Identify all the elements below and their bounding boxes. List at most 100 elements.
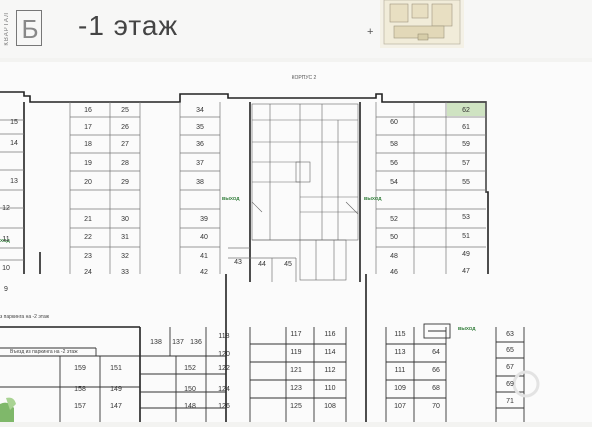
parking-space[interactable]: 9	[4, 286, 8, 293]
parking-space[interactable]: 53	[462, 214, 470, 221]
parking-space[interactable]: 46	[390, 269, 398, 276]
parking-space[interactable]: 21	[84, 216, 92, 223]
parking-space[interactable]: 150	[184, 386, 196, 393]
parking-space[interactable]: 49	[462, 251, 470, 258]
parking-space[interactable]: 61	[462, 124, 470, 131]
parking-space[interactable]: 159	[74, 365, 86, 372]
parking-space[interactable]: 125	[290, 403, 302, 410]
parking-space[interactable]: 14	[10, 140, 18, 147]
parking-space[interactable]: 24	[84, 269, 92, 276]
parking-space[interactable]: 152	[184, 365, 196, 372]
parking-space[interactable]: 113	[394, 349, 405, 356]
parking-space[interactable]: 50	[390, 234, 398, 241]
parking-space[interactable]: 18	[84, 141, 92, 148]
parking-space[interactable]: 17	[84, 124, 92, 131]
parking-space[interactable]: 149	[110, 386, 122, 393]
parking-space[interactable]: 60	[390, 119, 398, 126]
parking-space[interactable]: 20	[84, 179, 92, 186]
parking-space[interactable]: 28	[121, 160, 129, 167]
parking-space[interactable]: 148	[184, 403, 196, 410]
parking-space[interactable]: 41	[200, 253, 208, 260]
parking-space[interactable]: 48	[390, 253, 398, 260]
parking-space[interactable]: 69	[506, 381, 514, 388]
parking-space[interactable]: 25	[121, 107, 129, 114]
parking-space[interactable]: 112	[324, 367, 335, 374]
parking-space[interactable]: 40	[200, 234, 208, 241]
parking-space[interactable]: 30	[121, 216, 129, 223]
parking-space[interactable]: 63	[506, 331, 514, 338]
parking-space[interactable]: 137	[172, 339, 184, 346]
parking-space[interactable]: 13	[10, 178, 18, 185]
parking-space[interactable]: 119	[290, 349, 301, 356]
parking-space[interactable]: 44	[258, 261, 266, 268]
parking-space[interactable]: 54	[390, 179, 398, 186]
parking-space[interactable]: 124	[218, 386, 230, 393]
parking-space[interactable]: 147	[110, 403, 122, 410]
parking-space[interactable]: 37	[196, 160, 204, 167]
parking-space[interactable]: 114	[324, 349, 335, 356]
parking-space[interactable]: 57	[462, 160, 470, 167]
parking-space[interactable]: 120	[218, 351, 230, 358]
parking-space[interactable]: 116	[324, 331, 335, 338]
parking-space[interactable]: 64	[432, 349, 440, 356]
parking-space[interactable]: 108	[324, 403, 336, 410]
minimap[interactable]	[380, 0, 464, 48]
parking-space[interactable]: 42	[200, 269, 208, 276]
parking-space[interactable]: 109	[394, 385, 406, 392]
parking-space[interactable]: 10	[2, 265, 10, 272]
parking-space[interactable]: 33	[121, 269, 129, 276]
parking-space[interactable]: 65	[506, 347, 514, 354]
parking-space[interactable]: 126	[218, 403, 230, 410]
parking-space[interactable]: 34	[196, 107, 204, 114]
parking-space[interactable]: 138	[150, 339, 162, 346]
exit-label: ХОД	[0, 238, 10, 243]
highlighted-space[interactable]	[447, 103, 485, 116]
parking-space[interactable]: 68	[432, 385, 440, 392]
parking-space[interactable]: 151	[110, 365, 122, 372]
parking-space[interactable]: 58	[390, 141, 398, 148]
parking-space[interactable]: 115	[394, 331, 405, 338]
parking-space[interactable]: 66	[432, 367, 440, 374]
parking-space[interactable]: 19	[84, 160, 92, 167]
parking-space[interactable]: 117	[290, 331, 301, 338]
parking-space[interactable]: 45	[284, 261, 292, 268]
parking-space[interactable]: 43	[234, 259, 242, 266]
parking-space[interactable]: 111	[395, 367, 406, 374]
parking-space[interactable]: 59	[462, 141, 470, 148]
parking-space[interactable]: 157	[74, 403, 86, 410]
parking-space[interactable]: 118	[218, 333, 229, 340]
parking-space[interactable]: 31	[121, 234, 129, 241]
parking-space[interactable]: 23	[84, 253, 92, 260]
parking-space[interactable]: 11	[2, 236, 9, 243]
parking-space[interactable]: 35	[196, 124, 204, 131]
parking-space[interactable]: 70	[432, 403, 440, 410]
parking-space[interactable]: 29	[121, 179, 129, 186]
parking-space[interactable]: 121	[290, 367, 302, 374]
parking-space[interactable]: 110	[324, 385, 335, 392]
parking-space[interactable]: 36	[196, 141, 204, 148]
parking-space[interactable]: 26	[121, 124, 129, 131]
parking-space[interactable]: 71	[506, 398, 514, 405]
parking-space[interactable]: 52	[390, 216, 398, 223]
parking-space[interactable]: 39	[200, 216, 208, 223]
parking-space[interactable]: 51	[462, 233, 470, 240]
parking-space[interactable]: 16	[84, 107, 92, 114]
parking-space[interactable]: 27	[121, 141, 129, 148]
parking-space[interactable]: 47	[462, 268, 470, 275]
parking-space[interactable]: 12	[2, 205, 10, 212]
parking-space[interactable]: 122	[218, 365, 230, 372]
parking-space[interactable]: 55	[462, 179, 470, 186]
parking-space[interactable]: 62	[462, 107, 470, 114]
parking-space[interactable]: 38	[196, 179, 204, 186]
parking-space[interactable]: 136	[190, 339, 202, 346]
parking-space[interactable]: 32	[121, 253, 129, 260]
parking-space[interactable]: 15	[10, 119, 18, 126]
parking-space[interactable]: 22	[84, 234, 92, 241]
parking-space[interactable]: 123	[290, 385, 302, 392]
parking-space[interactable]: 56	[390, 160, 398, 167]
parking-space[interactable]: 158	[74, 386, 86, 393]
parking-space[interactable]: 107	[394, 403, 406, 410]
exit-label: ВЫХОД	[222, 196, 240, 201]
cursor-crosshair-icon: +	[367, 26, 374, 38]
parking-space[interactable]: 67	[506, 364, 514, 371]
